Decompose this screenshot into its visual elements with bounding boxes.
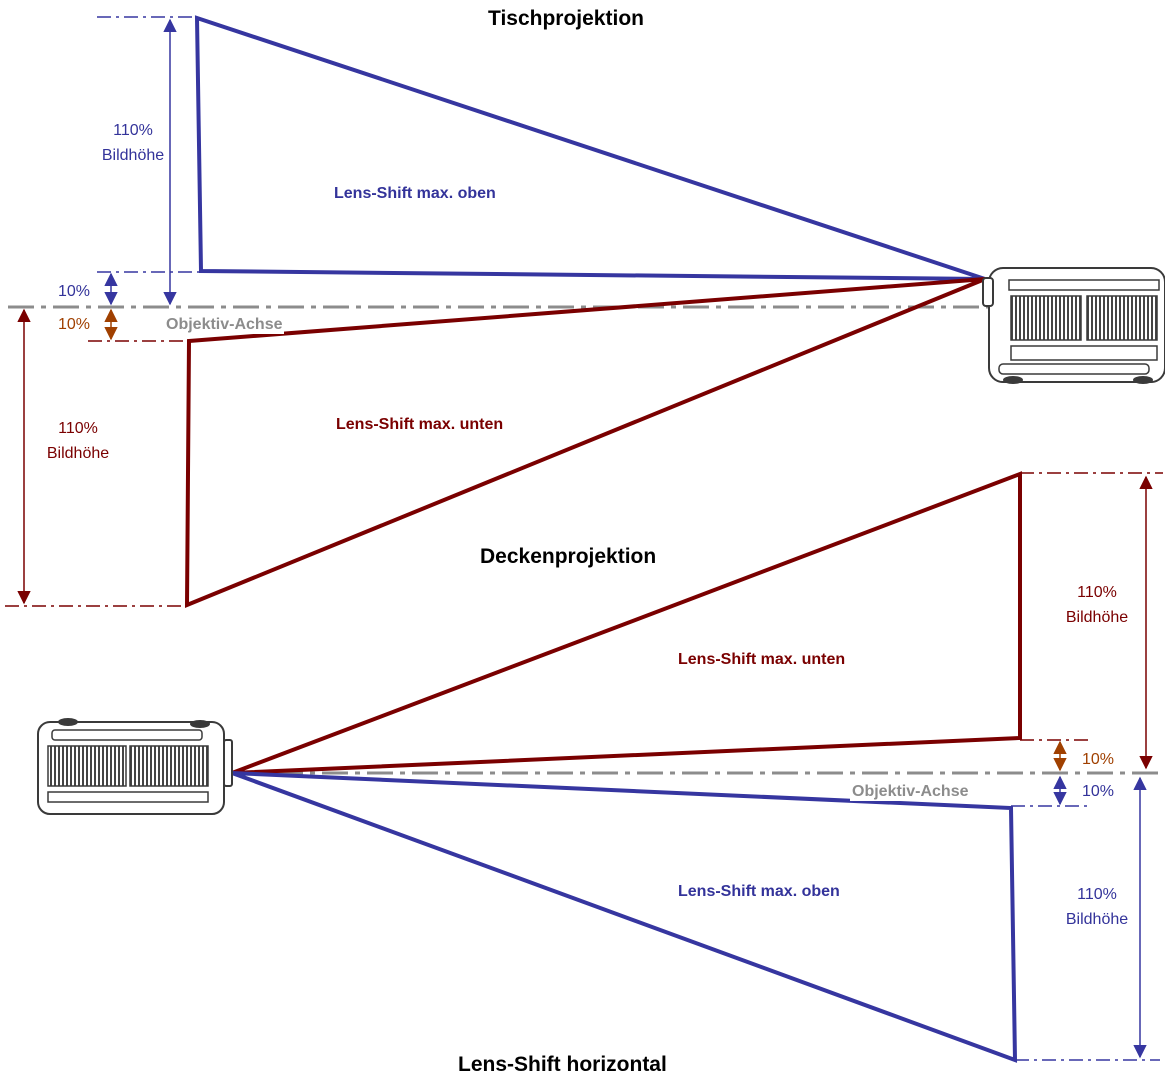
ceiling-shift-down-label: Lens-Shift max. unten: [678, 651, 846, 668]
ceiling-projection-title: Deckenprojektion: [480, 545, 657, 568]
table-shift-down-beam: [184, 277, 986, 608]
ceiling-upper-offset-label: 10%: [1082, 751, 1115, 768]
ceiling-lower-height-label: 110% Bildhöhe: [1052, 882, 1142, 932]
horizontal-shift-title: Lens-Shift horizontal: [458, 1053, 667, 1076]
table-upper-height-label: 110% Bildhöhe: [88, 118, 178, 168]
projector-icon: [37, 718, 233, 815]
table-shift-up-label: Lens-Shift max. oben: [334, 185, 496, 202]
table-lower-offset-label: 10%: [58, 316, 91, 333]
ceiling-lower-height-word: Bildhöhe: [1065, 911, 1129, 928]
ceiling-shift-up-beam: [231, 771, 1018, 1063]
table-lower-height-label: 110% Bildhöhe: [33, 416, 123, 466]
table-upper-offset-label: 10%: [58, 283, 91, 300]
table-lower-height-pct: 110%: [58, 420, 98, 437]
table-axis-label: Objektiv-Achse: [164, 315, 285, 335]
ceiling-lower-offset-label: 10%: [1082, 783, 1115, 800]
table-upper-height-pct: 110%: [113, 122, 153, 139]
ceiling-shift-down-beam: [231, 471, 1022, 775]
ceiling-upper-height-pct: 110%: [1077, 584, 1117, 601]
projector-icon: [982, 267, 1165, 384]
ceiling-upper-height-label: 110% Bildhöhe: [1052, 580, 1142, 630]
ceiling-lower-height-pct: 110%: [1077, 886, 1117, 903]
table-projection-title: Tischprojektion: [488, 7, 644, 30]
table-shift-down-label: Lens-Shift max. unten: [336, 416, 504, 433]
table-upper-height-word: Bildhöhe: [101, 147, 165, 164]
ceiling-axis-label: Objektiv-Achse: [850, 782, 971, 802]
ceiling-shift-up-label: Lens-Shift max. oben: [678, 883, 840, 900]
table-shift-up-beam: [194, 15, 986, 281]
ceiling-upper-height-word: Bildhöhe: [1065, 609, 1129, 626]
table-lower-height-word: Bildhöhe: [46, 445, 110, 462]
